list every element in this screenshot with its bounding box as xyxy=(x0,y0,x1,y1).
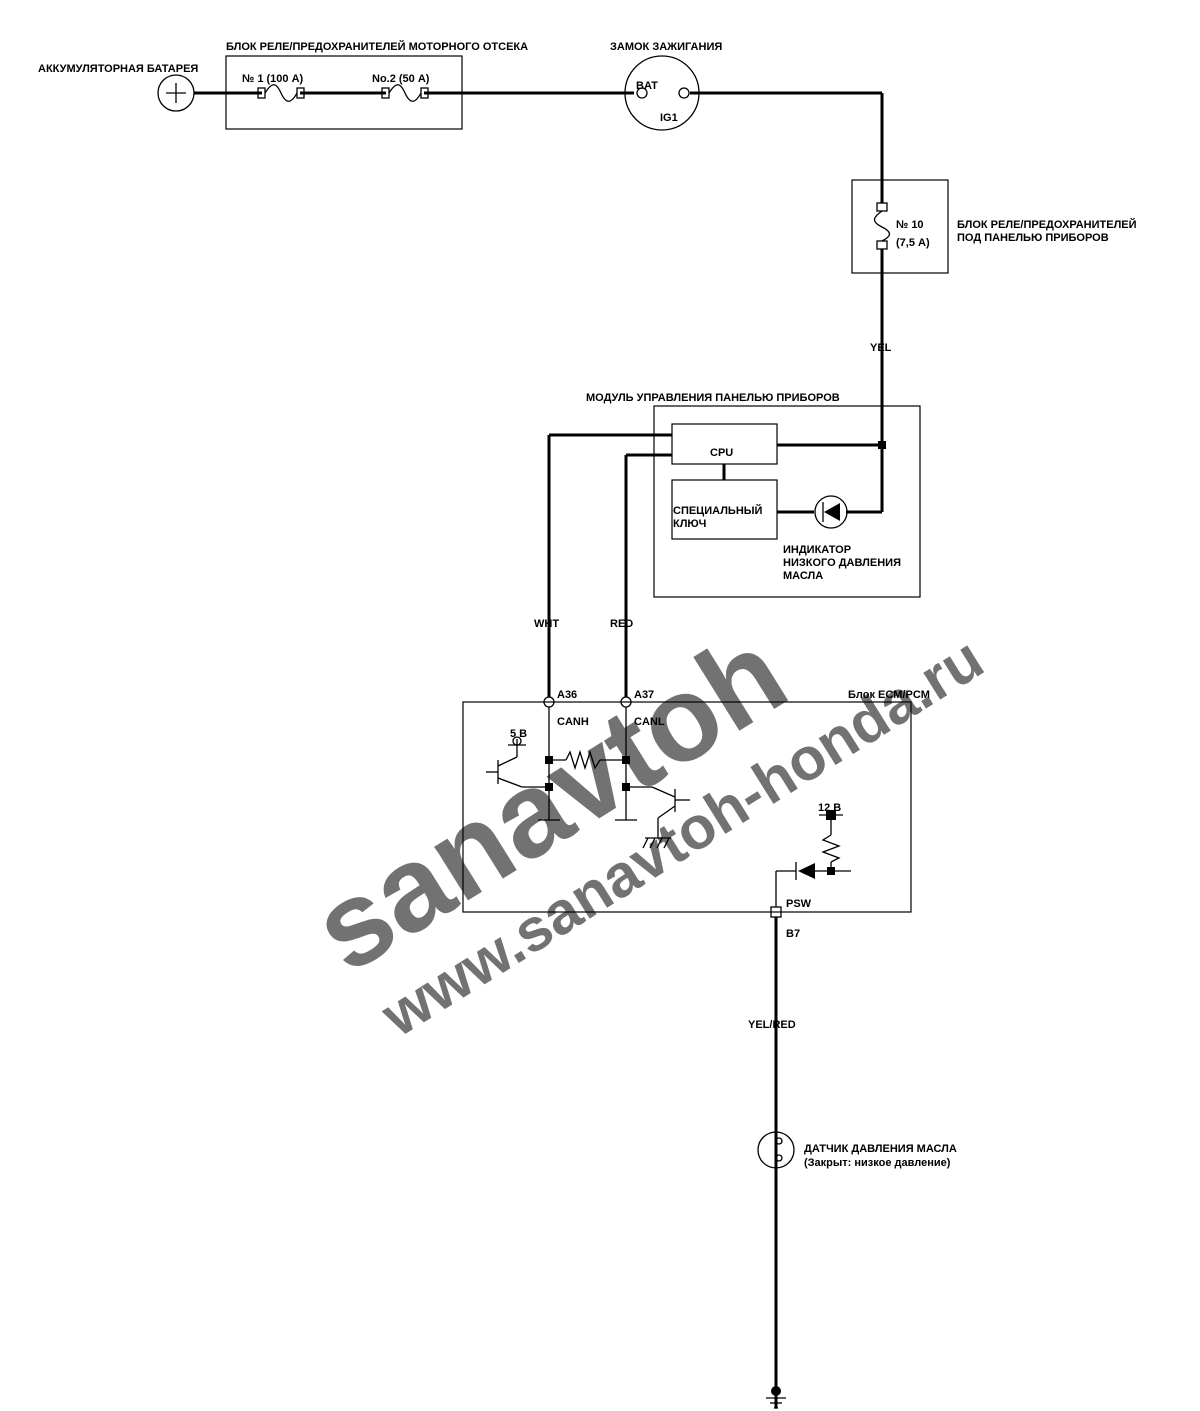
fuse-10-icon xyxy=(873,202,891,250)
ecm-psw-circuit xyxy=(775,810,851,907)
watermark: sanavtoh www.sanavtoh-honda.ru xyxy=(290,605,994,1050)
yel-wire-label: YEL xyxy=(870,342,892,354)
dash-fuse-box-label-1: БЛОК РЕЛЕ/ПРЕДОХРАНИТЕЛЕЙ xyxy=(957,218,1137,231)
ignition-switch-symbol xyxy=(624,55,700,131)
canl-label: CANL xyxy=(634,716,665,728)
special-key-label-2: КЛЮЧ xyxy=(673,518,706,530)
supply-12v-label: 12 В xyxy=(818,802,841,814)
fuse-10-rating: (7,5 А) xyxy=(896,237,930,249)
indicator-label-3: МАСЛА xyxy=(783,570,823,582)
yel-red-wire-label: YEL/RED xyxy=(748,1019,796,1031)
battery-symbol xyxy=(157,74,195,112)
fuse-1-icon xyxy=(257,84,305,102)
dash-fuse-box xyxy=(851,179,949,274)
oil-sensor-label-2: (Закрыт: низкое давление) xyxy=(804,1157,951,1169)
ecm-pcm-block xyxy=(462,701,912,913)
ecm-label: Блок ECM/PCM xyxy=(848,689,930,701)
module-internal-wires xyxy=(777,441,886,514)
indicator-label-2: НИЗКОГО ДАВЛЕНИЯ xyxy=(783,557,901,569)
top-wire xyxy=(194,91,884,203)
psw-label: PSW xyxy=(786,898,812,910)
ground-icon xyxy=(642,837,671,849)
gauge-control-module xyxy=(653,405,921,598)
pin-a37-label: A37 xyxy=(634,689,654,701)
gauge-module-label: МОДУЛЬ УПРАВЛЕНИЯ ПАНЕЛЬЮ ПРИБОРОВ xyxy=(586,392,840,404)
special-key-label-1: СПЕЦИАЛЬНЫЙ xyxy=(673,504,763,517)
ignition-ig1-label: IG1 xyxy=(660,112,678,124)
can-wires xyxy=(547,433,672,697)
fuse-10-number: № 10 xyxy=(896,219,924,231)
engine-fuse-box xyxy=(225,55,463,130)
pin-b7-label: B7 xyxy=(786,928,800,940)
canh-label: CANH xyxy=(557,716,589,728)
supply-5v-label: 5 В xyxy=(510,728,527,740)
oil-sensor-label-1: ДАТЧИК ДАВЛЕНИЯ МАСЛА xyxy=(804,1143,957,1155)
ignition-switch-label: ЗАМОК ЗАЖИГАНИЯ xyxy=(610,41,722,53)
fuse-1-label: № 1 (100 А) xyxy=(242,73,304,85)
ecm-can-circuit xyxy=(486,707,690,838)
battery-label: АККУМУЛЯТОРНАЯ БАТАРЕЯ xyxy=(38,63,198,75)
red-wire-label: RED xyxy=(610,618,633,630)
pin-a36-label: A36 xyxy=(557,689,577,701)
fuse-2-icon xyxy=(381,84,429,102)
indicator-label-1: ИНДИКАТОР xyxy=(783,544,851,556)
chassis-ground-icon xyxy=(766,1386,786,1409)
cpu-label: CPU xyxy=(710,447,733,459)
dash-fuse-box-label-2: ПОД ПАНЕЛЬЮ ПРИБОРОВ xyxy=(957,232,1109,244)
fuse-2-label: No.2 (50 А) xyxy=(372,73,430,85)
ignition-bat-label: BAT xyxy=(636,80,658,92)
engine-fuse-box-label: БЛОК РЕЛЕ/ПРЕДОХРАНИТЕЛЕЙ МОТОРНОГО ОТСЕ… xyxy=(226,40,528,53)
low-oil-pressure-indicator-icon xyxy=(814,495,848,529)
wht-wire-label: WHT xyxy=(534,618,559,630)
oil-pressure-sensor-icon xyxy=(757,1131,795,1169)
